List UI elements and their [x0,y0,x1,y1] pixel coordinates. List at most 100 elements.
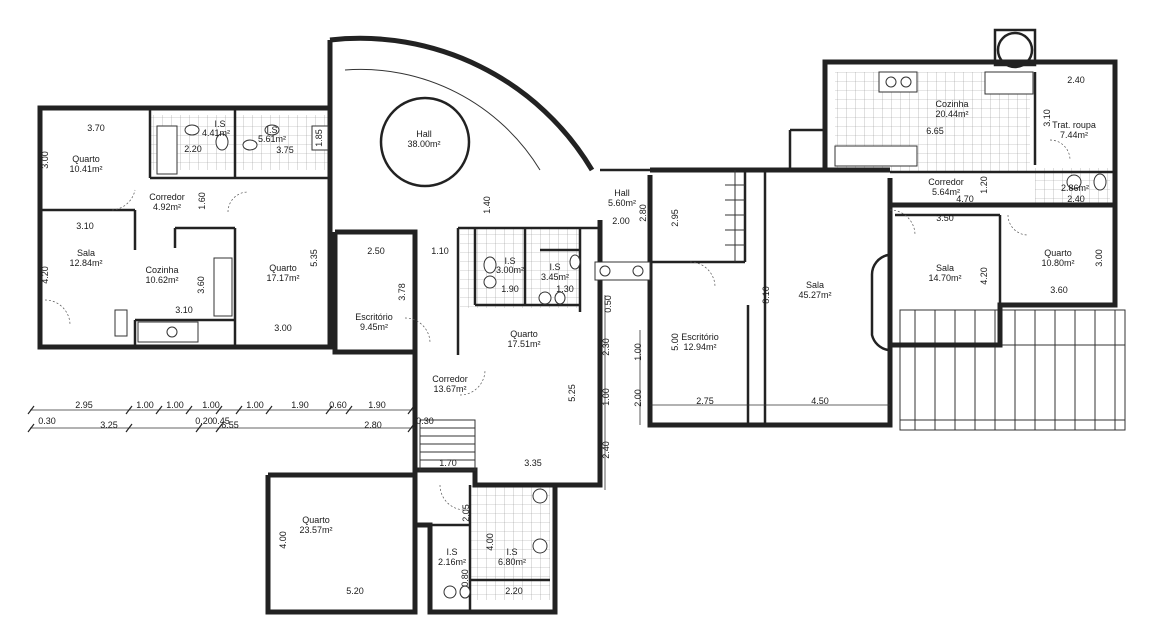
room-is-4: I.S3.45m² [541,262,569,282]
dim-label: 1.85 [314,129,324,147]
dim-label: 3.25 [100,420,118,430]
room-area: 7.44m² [1060,130,1088,140]
dim-label: 1.70 [439,458,457,468]
dim-label: 1.90 [501,284,519,294]
room-name: I.S [214,119,225,129]
room-area: 12.84m² [69,258,102,268]
staircase [419,170,745,471]
dim-label: 3.10 [76,221,94,231]
terrace-pergola [899,309,1126,431]
room-is-1: I.S4.41m² [202,119,230,138]
dim-label: 1.60 [197,192,207,210]
room-area: 17.51m² [507,339,540,349]
dim-label: 0.80 [460,569,470,587]
room-name: Sala [77,248,95,258]
dim-label: 1.20 [979,176,989,194]
room-area: 10.62m² [145,275,178,285]
dim-label: 4.50 [811,396,829,406]
walls [37,28,1118,615]
room-area: 12.94m² [683,342,716,352]
room-name: Corredor [149,192,185,202]
room-name: I.S [506,547,517,557]
room-is-3: I.S3.00m² [496,256,524,275]
room-name: Hall [416,129,432,139]
dim-label: 1.00 [136,400,154,410]
room-is-5: I.S2.16m² [438,547,466,567]
room-area: 6.80m² [498,557,526,567]
dim-label: 3.00 [1094,249,1104,267]
dim-label: 1.40 [482,196,492,214]
room-area: 3.45m² [541,272,569,282]
dim-label: 0.50 [603,295,613,313]
dim-label: 0.30 [38,416,56,426]
dim-label: 2.40 [601,441,611,459]
dim-label: 2.80 [364,420,382,430]
room-area: 5.60m² [608,198,636,208]
dim-label: 2.20 [505,586,523,596]
room-is-6: I.S6.80m² [498,547,526,567]
dim-label: 3.75 [276,145,294,155]
dim-label: 8.10 [761,286,771,304]
room-name: Corredor [928,177,964,187]
dim-label: 2.40 [1067,75,1085,85]
room-name: Escritório [355,312,393,322]
room-area: 5.64m² [932,187,960,197]
dim-label: 0.20 [195,416,213,426]
room-area: 10.41m² [69,164,102,174]
fixtures [114,31,1107,599]
dim-label: 3.10 [1042,109,1052,127]
dim-label: 6.65 [926,126,944,136]
room-name: Cozinha [145,265,178,275]
room-name: Cozinha [935,99,968,109]
dim-label: 5.20 [346,586,364,596]
dim-label: 3.10 [175,305,193,315]
dim-label: 6.55 [221,420,239,430]
room-name: Sala [936,263,954,273]
dim-label: 3.00 [40,151,50,169]
room-area: 5.61m² [258,134,286,144]
dim-label: 4.20 [979,267,989,285]
room-area: 45.27m² [798,290,831,300]
room-name: I.S [504,256,515,266]
dim-label: 1.00 [202,400,220,410]
dim-label: 0.30 [416,416,434,426]
dim-label: 1.90 [368,400,386,410]
room-area: 23.57m² [299,525,332,535]
dim-label: 3.60 [1050,285,1068,295]
room-is-2: I.S5.61m² [258,125,286,144]
dim-label: 4.70 [956,194,974,204]
room-area: 10.80m² [1041,258,1074,268]
dim-label: 2.95 [75,400,93,410]
room-name: Quarto [269,263,297,273]
dim-label: 5.00 [670,333,680,351]
dim-label: 1.00 [166,400,184,410]
room-name: I.S [266,125,277,135]
dim-label: 1.30 [556,284,574,294]
room-name: Quarto [72,154,100,164]
dimension-chain [27,295,890,490]
dim-label: 3.35 [524,458,542,468]
room-area: 3.00m² [496,265,524,275]
room-area: 9.45m² [360,322,388,332]
dim-label: 3.50 [936,213,954,223]
dim-label: 2.00 [633,389,643,407]
dim-label: 5.25 [567,384,577,402]
dim-label: 3.70 [87,123,105,133]
dim-label: 2.75 [696,396,714,406]
dim-label: 1.90 [291,400,309,410]
